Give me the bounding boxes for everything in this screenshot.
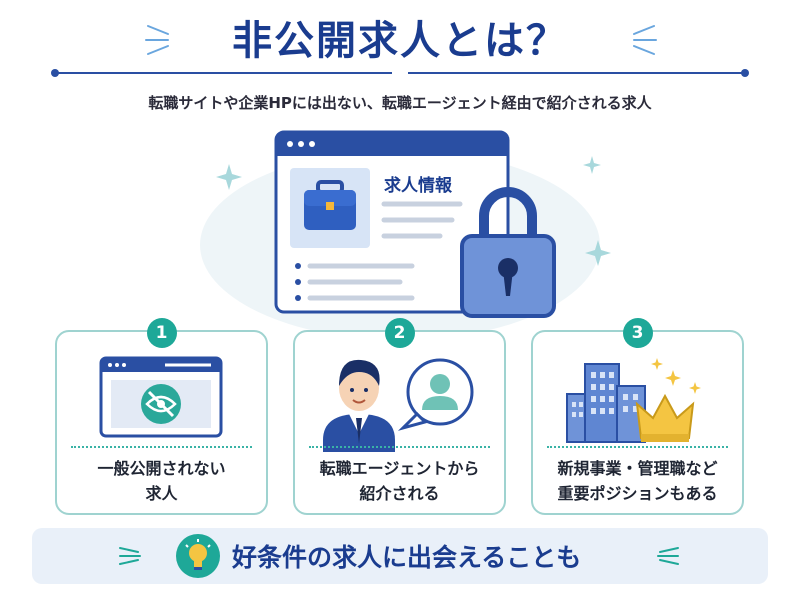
buildings-crown-icon [566, 358, 701, 443]
job-info-label: 求人情報 [384, 176, 452, 196]
card-divider [71, 446, 252, 448]
feature-card-1: 1 一般公開されない 求人 [55, 318, 268, 515]
card-text-line2: 求人 [145, 484, 178, 503]
card-text-line1: 一般公開されない [97, 459, 226, 478]
card-number-badge: 3 [622, 318, 653, 348]
bottom-banner: 好条件の求人に出会えることも [32, 528, 768, 584]
card-text: 新規事業・管理職など 重要ポジションもある [533, 456, 742, 506]
hidden-eye-browser-icon [99, 356, 223, 438]
card-number-badge: 1 [146, 318, 177, 348]
banner-text: 好条件の求人に出会えることも [232, 543, 582, 572]
card-divider [309, 446, 490, 448]
card-text: 一般公開されない 求人 [57, 456, 266, 506]
lightbulb-icon [176, 534, 220, 578]
card-text-line2: 重要ポジションもある [557, 484, 718, 503]
padlock-icon [460, 187, 556, 318]
title-sparkle-left-icon [145, 25, 169, 55]
card-text-line1: 転職エージェントから [319, 459, 480, 478]
page-subtitle: 転職サイトや企業HPには出ない、転職エージェント経由で紹介される求人 [148, 94, 652, 112]
card-text: 転職エージェントから 紹介される [295, 456, 504, 506]
banner-sparkle-left-icon [119, 547, 141, 565]
title-divider-notch [392, 72, 408, 82]
title-sparkle-right-icon [633, 25, 657, 55]
card-divider [547, 446, 728, 448]
banner-sparkle-right-icon [657, 547, 679, 565]
card-text-line2: 紹介される [359, 484, 440, 503]
briefcase-icon [304, 180, 356, 230]
card-number-badge: 2 [384, 318, 415, 348]
feature-card-2: 2 転職エージェントから 紹介される [293, 318, 506, 515]
browser-window-icon [274, 130, 510, 314]
page-title: 非公開求人とは？ [232, 18, 568, 64]
feature-card-3: 3 新規事業・管理職など 重要ポジションもある [531, 318, 744, 515]
card-text-line1: 新規事業・管理職など [557, 459, 718, 478]
agent-person-icon [323, 358, 474, 452]
